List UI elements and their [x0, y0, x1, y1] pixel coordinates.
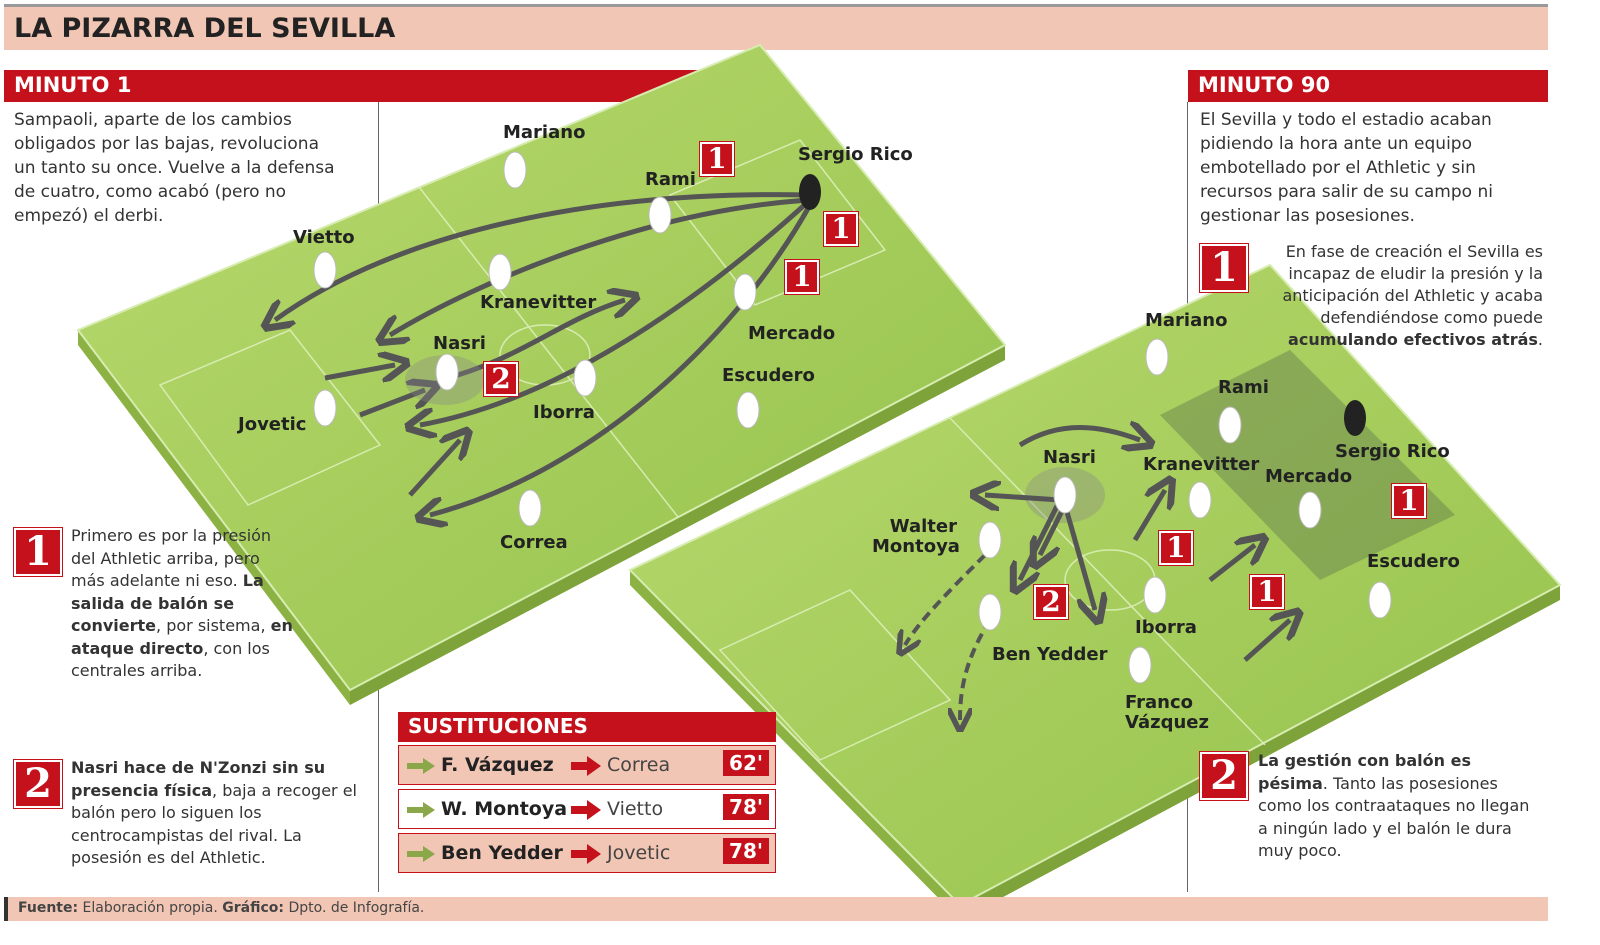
player-label: Walter Montoya	[872, 516, 960, 557]
arrow-out-icon	[571, 756, 601, 776]
minuto1-note1: Primero es por la presión del Athletic a…	[71, 525, 296, 683]
player-out: Correa	[607, 754, 671, 776]
player-out: Vietto	[607, 798, 664, 820]
page-title: LA PIZARRA DEL SEVILLA	[14, 13, 396, 44]
substitution-minute: 78'	[723, 838, 769, 864]
note-text: Primero es por la presión del Athletic a…	[71, 526, 272, 590]
player-label: Kranevitter	[1143, 454, 1260, 475]
player-label: Nasri	[1043, 447, 1096, 468]
goalkeeper-figures	[799, 174, 1366, 436]
player-figures	[313, 151, 1392, 684]
minuto1-header-text: MINUTO 1	[14, 73, 132, 97]
title-bar: LA PIZARRA DEL SEVILLA	[4, 4, 1548, 50]
arrow-out-icon	[571, 844, 601, 864]
player-label: Sergio Rico	[1335, 441, 1450, 462]
substitution-row: F. Vázquez Correa 62'	[398, 745, 776, 785]
arrow-in-icon	[407, 758, 435, 774]
source-text: Elaboración propia.	[78, 900, 223, 916]
note-badge: 2	[1200, 752, 1248, 800]
note-bold: acumulando efectivos atrás	[1288, 330, 1538, 349]
player-label: Sergio Rico	[798, 144, 913, 165]
substitutions-header-text: SUSTITUCIONES	[408, 714, 588, 738]
player-label: Nasri	[433, 333, 486, 354]
note-bold: en ataque directo	[71, 616, 293, 658]
note-bold: La salida de balón se convierte	[71, 571, 264, 635]
minuto90-header: MINUTO 90	[1188, 70, 1548, 102]
player-in: W. Montoya	[441, 798, 568, 820]
player-label: Iborra	[533, 402, 595, 423]
substitution-row: Ben Yedder Jovetic 78'	[398, 833, 776, 873]
footer-credits: Fuente: Elaboración propia. Gráfico: Dpt…	[4, 897, 1548, 921]
player-label: Correa	[500, 532, 568, 553]
player-label: Iborra	[1135, 617, 1197, 638]
minuto90-note2: La gestión con balón es pésima. Tanto la…	[1258, 750, 1543, 863]
minuto90-note1: En fase de creación el Sevilla es incapa…	[1258, 241, 1543, 351]
note-bold: La gestión con balón es pésima	[1258, 751, 1471, 793]
player-label: Jovetic	[238, 414, 307, 435]
minuto1-intro: Sampaoli, aparte de los cambios obligado…	[14, 110, 335, 226]
minuto1-note2: Nasri hace de N'Zonzi sin su presencia f…	[71, 757, 366, 870]
note-badge: 2	[14, 760, 62, 808]
minuto1-header: MINUTO 1	[4, 70, 758, 102]
note-text: . Tanto las posesiones como los contraat…	[1258, 773, 1530, 861]
marker-badge: 1	[785, 260, 819, 294]
arrow-in-icon	[407, 802, 435, 818]
pitch-minuto90	[628, 263, 1562, 920]
player-label: Mercado	[748, 323, 836, 344]
substitution-minute: 62'	[723, 750, 769, 776]
marker-badge: 1	[1159, 531, 1193, 565]
player-label: Vietto	[293, 227, 355, 248]
graphic-label: Gráfico:	[222, 900, 285, 916]
marker-badge: 2	[1034, 585, 1068, 619]
note-text: , con los centrales arriba.	[71, 638, 270, 681]
marker-badge: 1	[824, 212, 858, 246]
marker-badge: 1	[1250, 575, 1284, 609]
graphic-text: Dpto. de Infografía.	[284, 900, 425, 916]
substitution-row: W. Montoya Vietto 78'	[398, 789, 776, 829]
note-bold: Nasri hace de N'Zonzi sin su presencia f…	[71, 758, 326, 800]
note-text: , por sistema,	[156, 616, 271, 635]
player-label: Ben Yedder	[992, 644, 1108, 665]
substitution-minute: 78'	[723, 794, 769, 820]
minuto90-header-text: MINUTO 90	[1198, 73, 1331, 97]
marker-badge: 2	[484, 362, 518, 396]
player-label: Franco Vázquez	[1125, 692, 1209, 733]
player-label: Mariano	[503, 122, 586, 143]
marker-badge: 1	[700, 142, 734, 176]
player-label: Rami	[1218, 377, 1269, 398]
marker-badge: 1	[1392, 484, 1426, 518]
source-label: Fuente:	[18, 900, 79, 916]
player-label: Rami	[645, 169, 696, 190]
note-badge: 1	[14, 528, 62, 576]
note-text: , baja a recoger el balón pero lo siguen…	[71, 780, 357, 868]
player-label: Mercado	[1265, 466, 1353, 487]
substitutions-header: SUSTITUCIONES	[398, 712, 776, 742]
player-in: F. Vázquez	[441, 754, 554, 776]
player-label: Escudero	[722, 365, 815, 386]
player-in: Ben Yedder	[441, 842, 563, 864]
player-label: Escudero	[1367, 551, 1460, 572]
player-label: Mariano	[1145, 310, 1228, 331]
note-text: .	[1537, 330, 1543, 349]
arrow-in-icon	[407, 846, 435, 862]
player-label: Kranevitter	[480, 292, 597, 313]
player-out: Jovetic	[607, 842, 671, 864]
note-badge: 1	[1200, 244, 1248, 292]
minuto90-intro: El Sevilla y todo el estadio acaban pidi…	[1200, 110, 1493, 226]
note-text: En fase de creación el Sevilla es incapa…	[1282, 242, 1543, 327]
arrow-out-icon	[571, 800, 601, 820]
